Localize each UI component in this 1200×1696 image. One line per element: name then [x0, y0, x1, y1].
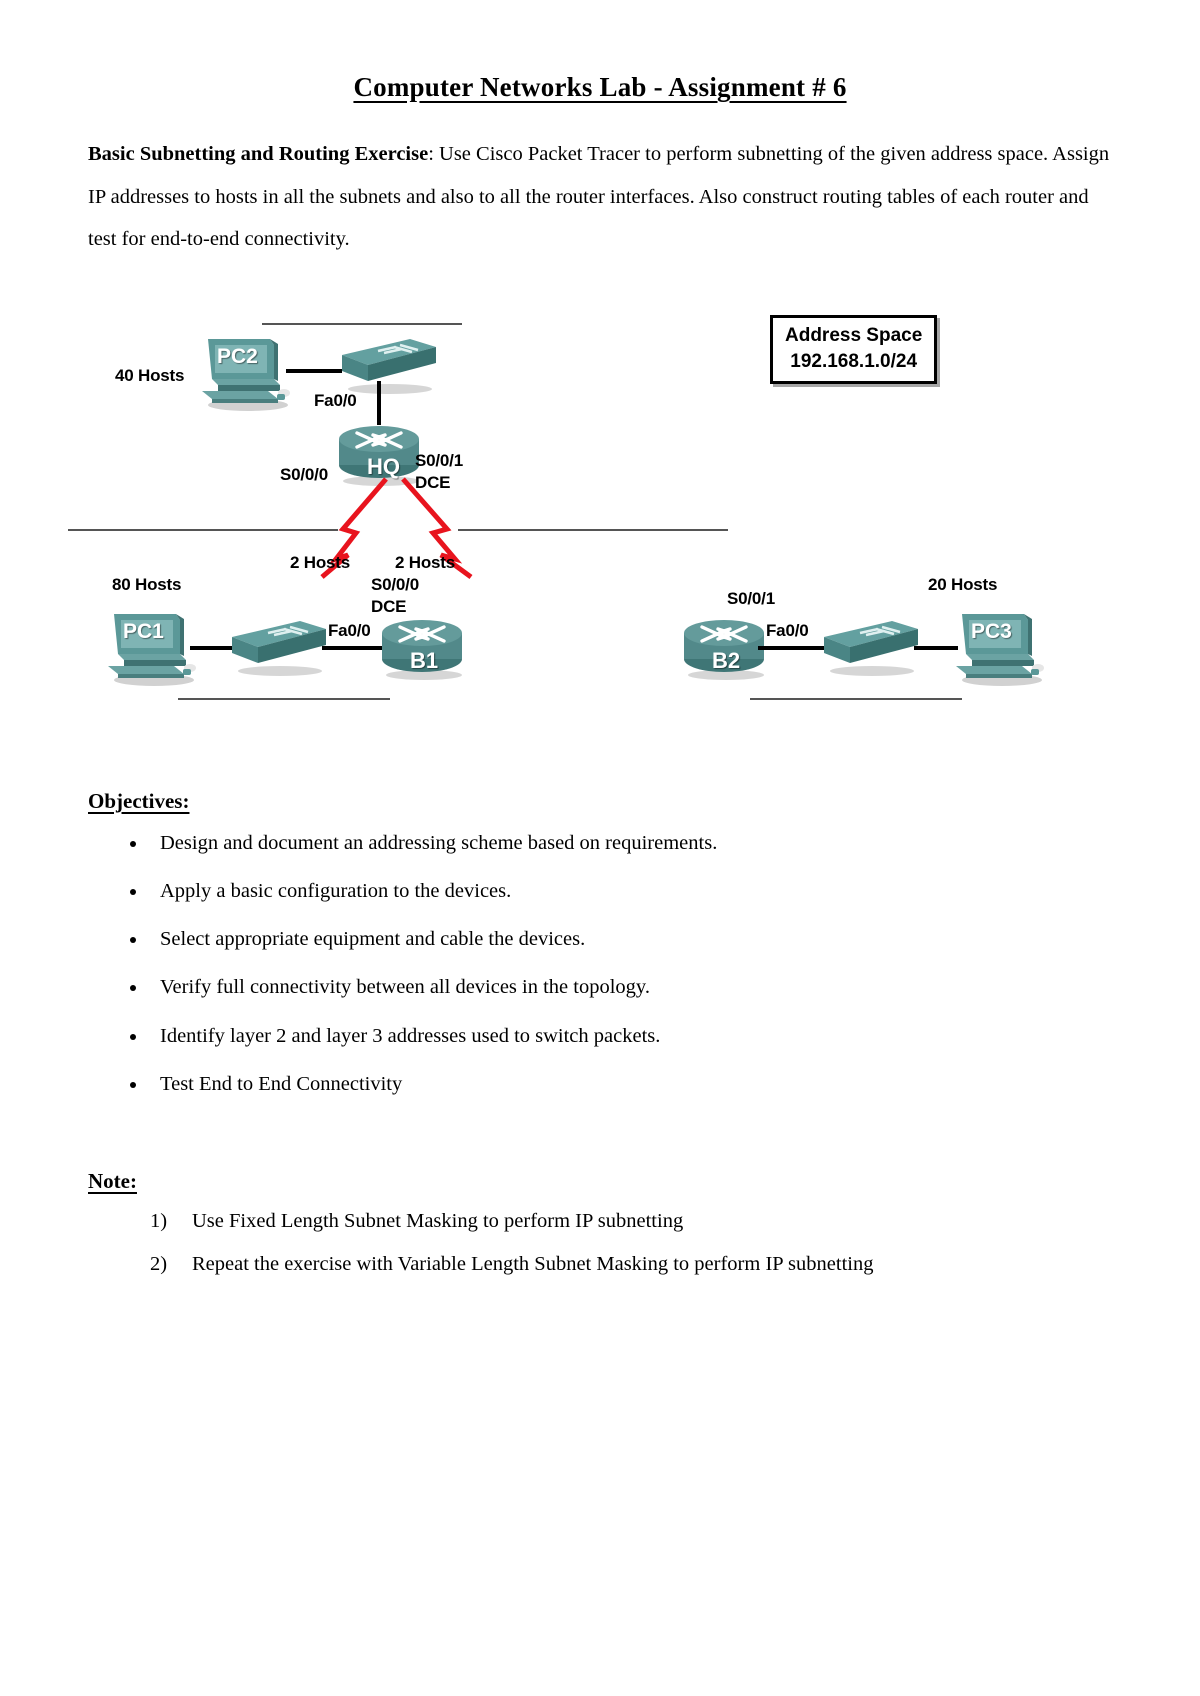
label-wan-left-2-hosts: 2 Hosts	[290, 552, 351, 572]
list-item: Use Fixed Length Subnet Masking to perfo…	[150, 1206, 684, 1237]
label-wan-right-2-hosts: 2 Hosts	[395, 552, 456, 572]
link-switch-b2-to-pc3	[914, 645, 958, 650]
list-item: Repeat the exercise with Variable Length…	[150, 1249, 874, 1280]
note-heading: Note:	[88, 1168, 137, 1193]
label-b1-s000-dce: DCE	[371, 596, 407, 616]
label-hq-s000: S0/0/0	[280, 464, 328, 484]
label-hq-s001: S0/0/1	[415, 450, 463, 470]
note-list: Use Fixed Length Subnet Masking to perfo…	[118, 1206, 1200, 1280]
subnet-line-wan-right	[458, 528, 728, 531]
label-40-hosts: 40 Hosts	[115, 365, 185, 385]
label-hq-s001-dce: DCE	[415, 472, 451, 492]
list-item: Identify layer 2 and layer 3 addresses u…	[148, 1021, 1200, 1052]
list-item: Select appropriate equipment and cable t…	[148, 924, 1200, 955]
link-switch-b1-to-router-b1	[322, 645, 386, 650]
network-topology-diagram: 40 Hosts PC2	[68, 303, 1110, 743]
device-pc3: PC3	[952, 608, 1044, 688]
label-20-hosts: 20 Hosts	[928, 574, 998, 594]
subnet-line-b2-lan	[750, 697, 962, 700]
list-item: Design and document an addressing scheme…	[148, 828, 1200, 859]
serial-link-hq-to-b2	[401, 477, 473, 579]
label-80-hosts: 80 Hosts	[112, 574, 182, 594]
device-pc1: PC1	[104, 608, 196, 688]
address-space-value: 192.168.1.0/24	[790, 350, 918, 372]
device-switch-hq	[338, 333, 438, 395]
label-hq-fa00: Fa0/0	[314, 390, 357, 410]
link-router-b2-to-switch-b2	[758, 645, 826, 650]
device-switch-b2	[820, 615, 920, 677]
label-b2-s001: S0/0/1	[727, 588, 775, 608]
label-b2-fa00: Fa0/0	[766, 620, 809, 640]
objectives-list: Design and document an addressing scheme…	[118, 828, 1200, 1100]
list-item: Apply a basic configuration to the devic…	[148, 876, 1200, 907]
link-pc2-to-switch	[286, 368, 342, 373]
link-switch-to-hq-router	[377, 380, 381, 425]
label-b1-fa00: Fa0/0	[328, 620, 371, 640]
objectives-heading: Objectives:	[88, 788, 190, 813]
device-pc2: PC2	[198, 333, 290, 413]
device-switch-b1	[228, 615, 328, 677]
subnet-line-wan-left	[68, 528, 338, 531]
serial-link-hq-to-b1	[320, 477, 388, 579]
address-space-title: Address Space	[785, 324, 923, 346]
intro-bold-label: Basic Subnetting and Routing Exercise	[88, 143, 429, 165]
section-spacer	[0, 1117, 1200, 1169]
link-pc1-to-switch-b1	[190, 645, 232, 650]
label-b1-s000: S0/0/0	[371, 574, 419, 594]
list-item: Test End to End Connectivity	[148, 1069, 1200, 1100]
list-item: Verify full connectivity between all dev…	[148, 972, 1200, 1003]
subnet-line-hq-lan	[262, 322, 462, 325]
device-router-b1: B1	[378, 615, 470, 681]
subnet-line-b1-lan	[178, 697, 390, 700]
address-space-box: Address Space 192.168.1.0/24	[770, 314, 938, 385]
intro-text: : Use Cisco Packet Tracer to perform sub…	[88, 143, 1110, 251]
page-title: Computer Networks Lab - Assignment # 6	[353, 72, 847, 102]
intro-paragraph: Basic Subnetting and Routing Exercise: U…	[88, 133, 1112, 261]
